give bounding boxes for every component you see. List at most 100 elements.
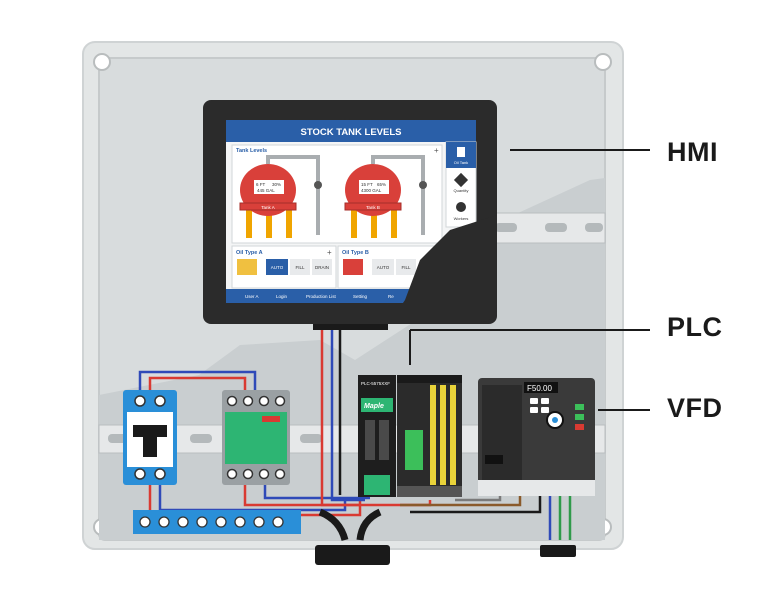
din-rail-mid-slot-2	[190, 434, 212, 443]
tank-b-leg-2	[371, 208, 377, 238]
hmi-menu-oil-tank[interactable]: Oil Tank	[454, 160, 468, 165]
hmi-bottom-production[interactable]: Production List	[306, 294, 337, 299]
tank-a-percent: 30%	[272, 182, 281, 187]
vfd-left-slot	[485, 455, 503, 464]
oil-a-auto-button[interactable]	[266, 259, 288, 275]
hmi-panel-title: Tank Levels	[236, 148, 267, 154]
wire-vfd-2	[410, 490, 542, 514]
oil-a-auto-label: AUTO	[271, 265, 284, 270]
hmi-cutaway	[390, 215, 497, 322]
circuit-breaker-toggle	[133, 425, 167, 437]
tank-b-band	[344, 202, 402, 211]
oil-b-fill-label: FILL	[401, 265, 411, 270]
vfd-green-led-1	[575, 404, 584, 410]
cable-entry	[315, 545, 390, 565]
oil-b-tank-icon	[343, 259, 363, 275]
terminal-screws	[139, 516, 284, 528]
tank-a-leg-1	[246, 208, 252, 238]
vfd-green-led-2	[575, 414, 584, 420]
hmi-menu-icon-1	[457, 147, 465, 157]
contactor-screw-2	[242, 395, 254, 407]
mount-hole-top-right	[594, 53, 612, 71]
vfd-callout-label: VFD	[667, 393, 723, 423]
vfd-terminal-block	[478, 480, 595, 496]
contactor-screw-7	[258, 468, 270, 480]
oil-b-fill-button[interactable]	[396, 259, 416, 275]
mount-hole-top-left	[93, 53, 111, 71]
wire-hmi-1	[320, 325, 360, 507]
tank-b-pipe	[371, 155, 425, 235]
oil-b-auto-label: AUTO	[377, 265, 390, 270]
plc-io-base	[397, 486, 462, 497]
tank-b-leg-1	[351, 208, 357, 238]
circuit-breaker-toggle-stem	[143, 437, 157, 457]
oil-b-auto-button[interactable]	[372, 259, 394, 275]
hmi-screen-title: STOCK TANK LEVELS	[301, 127, 402, 138]
vfd-key-4	[541, 407, 549, 413]
hmi-header-bar	[226, 120, 476, 142]
hmi-menu-quantity[interactable]: Quantity	[454, 188, 469, 193]
breaker-screw-4	[154, 468, 166, 480]
breaker-screw-3	[134, 468, 146, 480]
tank-a-leg-3	[286, 208, 292, 238]
wire-blue-3	[263, 480, 370, 500]
wire-red-1	[148, 376, 247, 392]
contactor-screw-1	[226, 395, 238, 407]
tank-b-leg-3	[391, 208, 397, 238]
plc-module-label: PLC-5575XXF	[361, 381, 390, 386]
plc-port-2	[379, 420, 389, 460]
oil-b-title: Oil Type B	[342, 250, 369, 256]
contactor-screw-6	[242, 468, 254, 480]
tank-b-level: 15 FT	[361, 182, 373, 187]
contactor-screw-5	[226, 468, 238, 480]
hmi-panel-add-icon[interactable]: +	[434, 146, 439, 155]
cable-gland-left	[318, 508, 349, 541]
vfd-display-text: F50.00	[527, 384, 552, 393]
hmi-callout-label: HMI	[667, 137, 718, 167]
wire-blue-1	[138, 370, 257, 392]
oil-a-fill-button[interactable]	[290, 259, 310, 275]
breaker-screw-1	[134, 395, 146, 407]
vfd-red-led	[575, 424, 584, 430]
tank-a-leg-2	[266, 208, 272, 238]
tank-b-valve	[419, 181, 427, 189]
plc-green-connector	[364, 475, 390, 495]
plc-io-header	[397, 375, 462, 383]
tank-a-pipe	[266, 155, 320, 235]
tank-b-volume: 4300 GAL	[361, 188, 382, 193]
hmi-bottom-setting[interactable]: Setting	[353, 294, 368, 299]
tank-b-name: Tank B	[366, 205, 380, 210]
oil-a-drain-button[interactable]	[312, 259, 332, 275]
vfd-key-2	[541, 398, 549, 404]
tank-a-readout	[254, 180, 284, 194]
hmi-menu-workers[interactable]: Workers	[454, 216, 469, 221]
tank-a-band	[239, 202, 297, 211]
plc-brand-plate	[361, 398, 393, 412]
plc-brand-text: Maple	[364, 403, 384, 410]
tank-a-volume: 445 GAL	[257, 188, 275, 193]
vfd-key-3	[530, 407, 538, 413]
tank-a-name: Tank A	[261, 205, 275, 210]
cable-entry-small	[540, 545, 576, 557]
wire-vfd-out	[558, 490, 572, 540]
vfd-left-cover	[482, 385, 522, 481]
hmi-bottom-user[interactable]: User A	[245, 294, 259, 299]
din-rail-upper-slot-1	[495, 223, 517, 232]
hmi-menu-icon-2	[453, 172, 469, 188]
contactor-indicator	[262, 416, 280, 422]
hmi-bottom-login[interactable]: Login	[276, 294, 288, 299]
plc-port-1	[365, 420, 375, 460]
plc-io-terminal-green	[405, 430, 423, 470]
tank-a-valve	[314, 181, 322, 189]
cable-gland-right	[356, 508, 382, 541]
vfd-display	[524, 382, 558, 393]
din-rail-mid-slot-3	[300, 434, 322, 443]
hmi-bottom-re[interactable]: Re	[388, 294, 394, 299]
oil-a-add-icon[interactable]: +	[327, 248, 332, 257]
contactor-screw-3	[258, 395, 270, 407]
plc-io-terminals	[430, 385, 456, 485]
din-rail-upper-slot-2	[545, 223, 567, 232]
oil-a-fill-label: FILL	[295, 265, 305, 270]
tank-b-readout	[359, 180, 389, 194]
